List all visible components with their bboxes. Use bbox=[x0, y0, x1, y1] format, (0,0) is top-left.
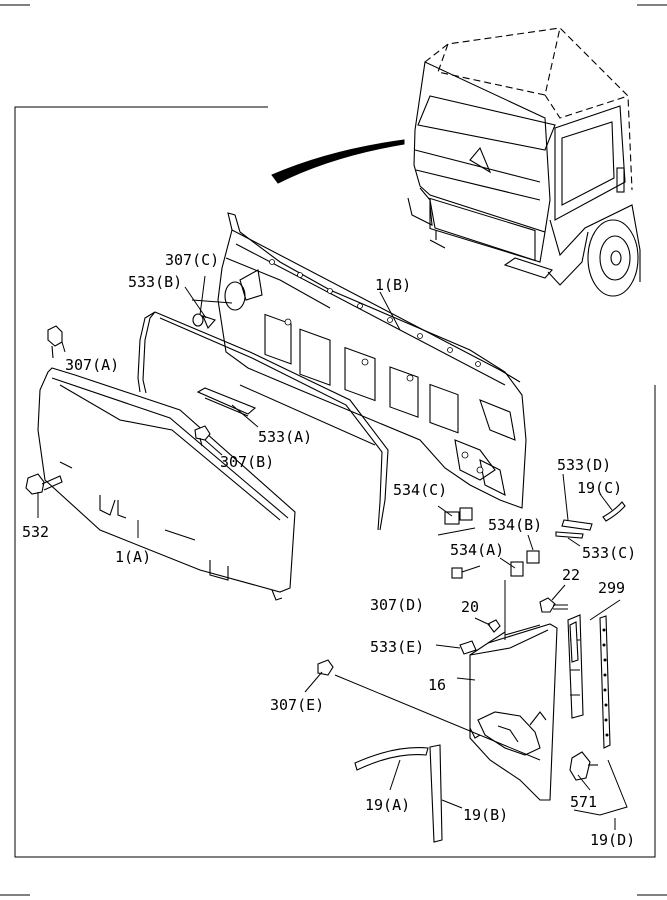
seal-533e bbox=[459, 640, 477, 655]
bolt-532 bbox=[25, 473, 63, 495]
strip-19d bbox=[599, 615, 611, 749]
page-corner-marks bbox=[0, 4, 667, 896]
label-533a: 533(A) bbox=[258, 428, 312, 446]
part-16-corner-panel bbox=[469, 623, 558, 801]
pad-534a bbox=[510, 561, 524, 577]
part-533b-seal bbox=[137, 311, 389, 531]
label-533d: 533(D) bbox=[557, 456, 611, 474]
label-307d: 307(D) bbox=[370, 596, 424, 614]
label-16: 16 bbox=[428, 676, 446, 694]
label-299: 299 bbox=[598, 579, 625, 597]
label-533c: 533(C) bbox=[582, 544, 636, 562]
diagram-frame bbox=[14, 106, 656, 858]
label-19b: 19(B) bbox=[463, 806, 508, 824]
label-22: 22 bbox=[562, 566, 580, 584]
label-307b: 307(B) bbox=[220, 453, 274, 471]
label-533b: 533(B) bbox=[128, 273, 182, 291]
label-534a: 534(A) bbox=[450, 541, 504, 559]
label-571: 571 bbox=[570, 793, 597, 811]
connector-571 bbox=[569, 751, 598, 781]
trim-19c bbox=[602, 501, 626, 522]
pad-534b bbox=[526, 550, 540, 564]
label-307e: 307(E) bbox=[270, 696, 324, 714]
fastener-307b bbox=[194, 425, 211, 447]
trim-19b bbox=[429, 744, 443, 843]
label-19d: 19(D) bbox=[590, 831, 635, 849]
label-532: 532 bbox=[22, 523, 49, 541]
leader-lines bbox=[37, 275, 628, 830]
label-20: 20 bbox=[461, 598, 479, 616]
clip-307d bbox=[451, 567, 463, 579]
label-19c: 19(C) bbox=[577, 479, 622, 497]
curved-arrow-icon bbox=[271, 139, 405, 184]
truck-cab-icon bbox=[407, 27, 641, 297]
bracket-299 bbox=[567, 614, 584, 719]
part-1a-front-panel bbox=[37, 367, 296, 601]
clip-20 bbox=[487, 619, 501, 633]
label-1a: 1(A) bbox=[115, 548, 151, 566]
part-1b-inner-panel bbox=[217, 212, 527, 509]
seal-533d bbox=[561, 519, 593, 531]
label-534c: 534(C) bbox=[393, 481, 447, 499]
fastener-307a bbox=[47, 325, 63, 359]
label-19a: 19(A) bbox=[365, 796, 410, 814]
label-533e: 533(E) bbox=[370, 638, 424, 656]
label-307c: 307(C) bbox=[165, 251, 219, 269]
trim-19a bbox=[354, 747, 429, 771]
fastener-307c bbox=[192, 313, 216, 330]
label-534b: 534(B) bbox=[488, 516, 542, 534]
label-1b: 1(B) bbox=[375, 276, 411, 294]
bolt-22 bbox=[539, 597, 568, 613]
seal-533c bbox=[555, 531, 584, 539]
clip-307e bbox=[317, 659, 334, 676]
part-533a-seal bbox=[196, 387, 257, 417]
callout-labels: 307(C) 533(B) 1(B) 307(A) 533(A) 307(B) … bbox=[22, 251, 636, 849]
pad-534c bbox=[444, 507, 473, 525]
label-307a: 307(A) bbox=[65, 356, 119, 374]
